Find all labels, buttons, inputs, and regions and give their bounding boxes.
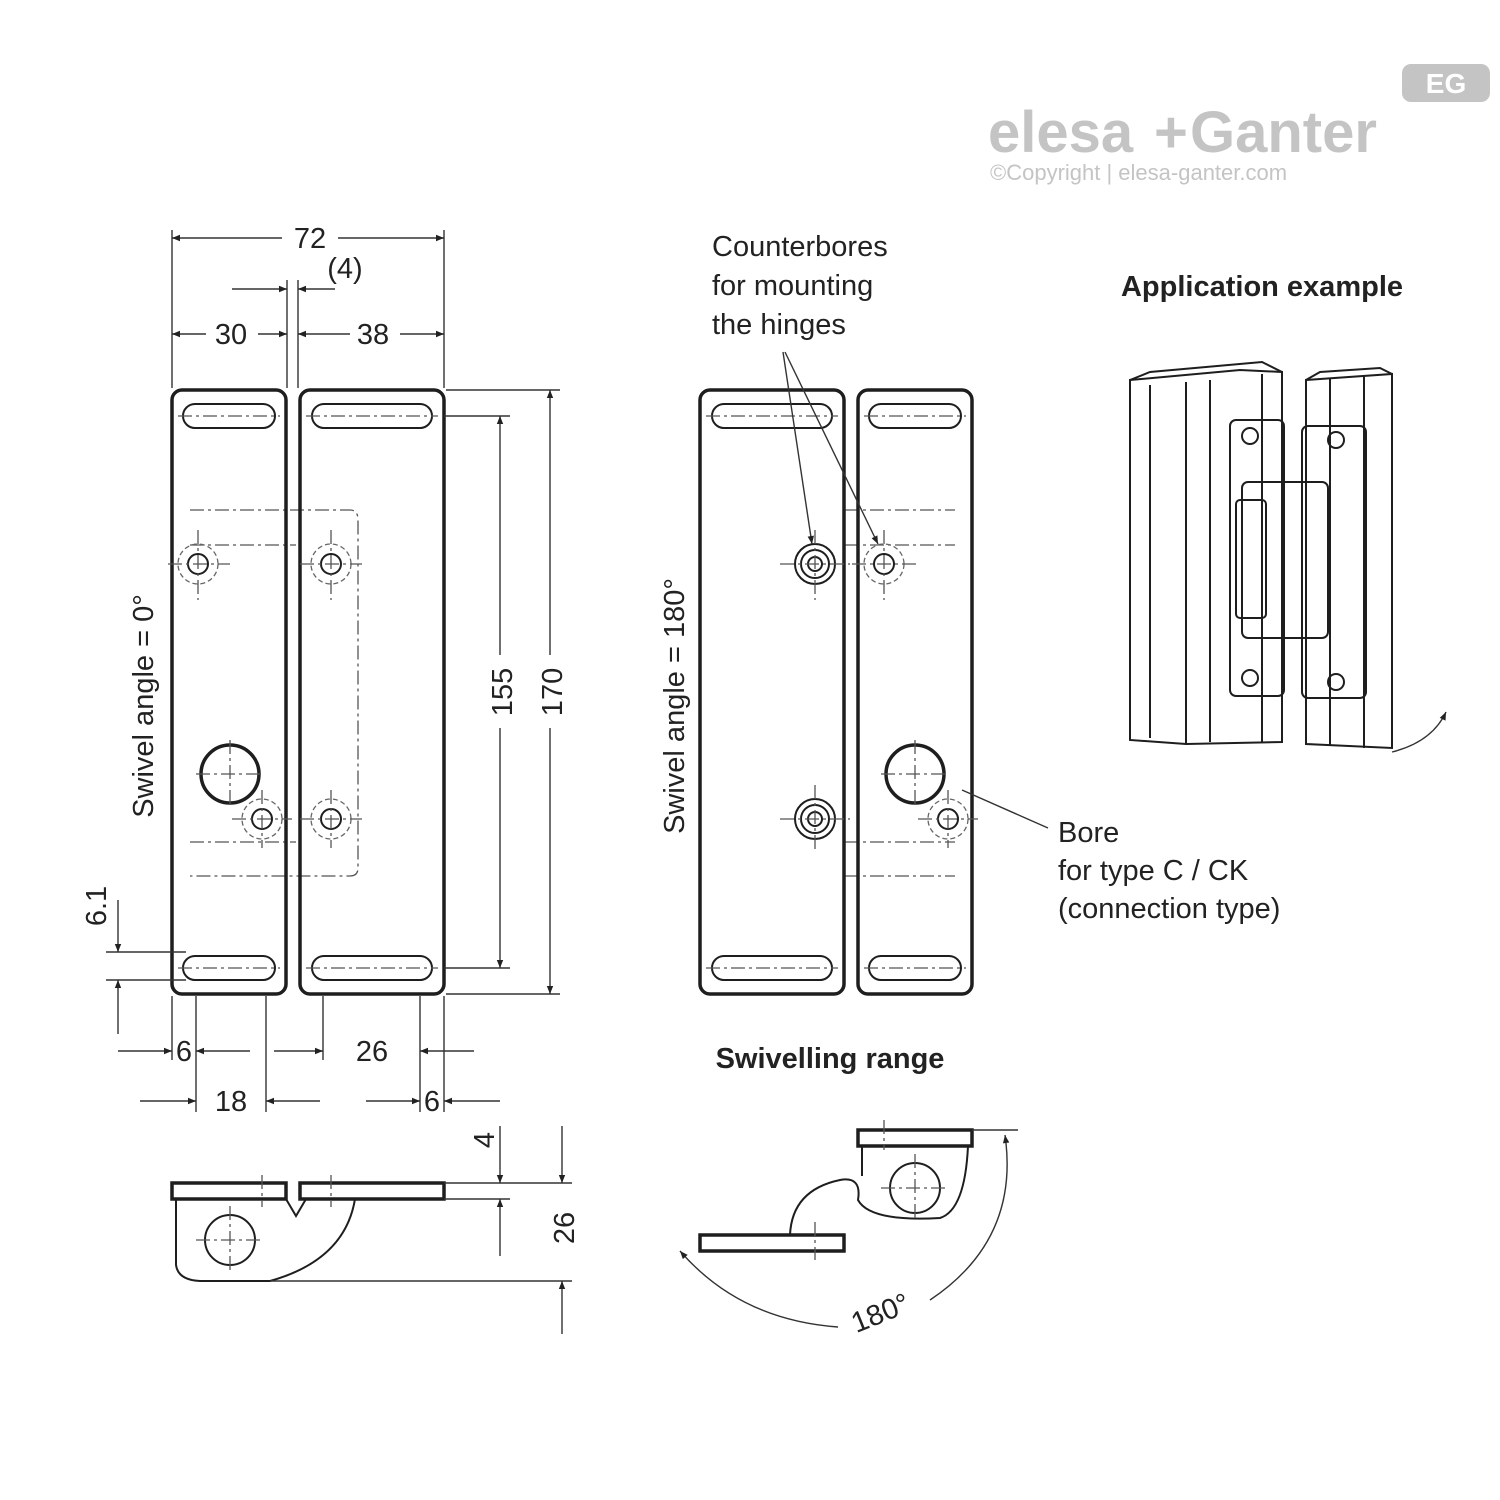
left-plate: [698, 388, 846, 996]
dimensions-left-view: 72 (4) 30 38 155 170 6.1 Swivel angle = …: [81, 223, 569, 1118]
dim-6-1: 6.1: [81, 886, 113, 926]
profile-top-edge: [1305, 366, 1393, 381]
profile-top-edge: [1129, 360, 1283, 381]
brand-badge: [1402, 64, 1490, 102]
dim-38: 38: [357, 319, 389, 351]
logo-plus: +: [1154, 100, 1188, 165]
dim-155: 155: [487, 668, 519, 716]
hinge-view-180deg: Swivel angle = 180°: [659, 388, 978, 996]
counterbores-line-1: Counterbores: [712, 231, 888, 263]
dim-170: 170: [537, 668, 569, 716]
dim-6-left: 6: [176, 1036, 192, 1068]
extension-lines: [444, 389, 560, 995]
bore-centerlines: [196, 740, 264, 808]
application-example: Application example: [1121, 271, 1447, 753]
counterbores-callout: Counterbores for mounting the hinges: [712, 231, 888, 545]
screw-centerlines: [168, 530, 362, 848]
centerlines: [780, 530, 978, 853]
app-hinge-plate-left: [1229, 419, 1285, 697]
slot-centerlines: [178, 415, 438, 969]
dim-18: 18: [215, 1086, 247, 1118]
leader-line: [784, 351, 879, 545]
angle-arc: [929, 1134, 1010, 1301]
dim-26: 26: [356, 1036, 388, 1068]
pin-centerlines: [196, 1175, 332, 1274]
side-plate-right: [298, 1181, 446, 1201]
brand-logo: EG elesa + Ganter ©Copyright | elesa-gan…: [988, 64, 1490, 185]
aluminium-profile-left: [1129, 368, 1283, 746]
app-hinge-body: [1241, 481, 1329, 639]
aluminium-profile-right: [1305, 372, 1393, 750]
app-hinge-knuckle: [1235, 499, 1267, 619]
bore-callout: Bore for type C / CK (connection type): [961, 789, 1280, 925]
open-plate-lower: [698, 1233, 846, 1253]
bore-line-3: (connection type): [1058, 893, 1280, 925]
application-example-title: Application example: [1121, 271, 1403, 303]
dim-6-right: 6: [424, 1086, 440, 1118]
extension-lines: [171, 230, 445, 388]
hinge-view-0deg: [168, 388, 446, 996]
dim-26-thickness: 26: [549, 1212, 581, 1244]
app-hinge-plate-right: [1301, 425, 1367, 699]
app-screw: [1327, 673, 1345, 691]
brand-badge-text: EG: [1426, 68, 1466, 99]
right-plate: [298, 388, 446, 996]
hidden-hinge-outline: [190, 509, 359, 877]
copyright-text: ©Copyright | elesa-ganter.com: [990, 160, 1287, 185]
rotation-arrow: [1391, 711, 1447, 753]
leader-line: [782, 351, 814, 545]
hidden-hinge-edges: [190, 544, 296, 843]
bore-line-1: Bore: [1058, 817, 1119, 849]
right-plate: [856, 388, 974, 996]
counterbores-line-2: for mounting: [712, 270, 873, 302]
left-plate: [170, 388, 288, 996]
extension-lines: [106, 951, 186, 981]
swivelling-range-title: Swivelling range: [716, 1043, 945, 1075]
label-swivel-0: Swivel angle = 0°: [128, 594, 160, 818]
angle-arc: [679, 1250, 839, 1328]
extension-lines: [171, 996, 445, 1112]
logo-elesa: elesa: [988, 100, 1134, 165]
profile-grooves: [1149, 374, 1263, 744]
dim-4: 4: [469, 1132, 501, 1148]
hinge-notch: [285, 1198, 307, 1218]
hidden-hinge-edges: [845, 509, 955, 877]
side-plate-left: [170, 1181, 288, 1201]
bore-centerlines: [881, 740, 949, 808]
app-screw: [1241, 669, 1259, 687]
hinge-knuckle-outline: [789, 1145, 969, 1236]
logo-ganter: Ganter: [1190, 100, 1377, 165]
counterbores-line-3: the hinges: [712, 309, 846, 341]
pin-centerlines: [814, 1120, 949, 1260]
dim-30: 30: [215, 319, 247, 351]
swivelling-range-view: Swivelling range 180°: [679, 1043, 1018, 1340]
dim-gap-4: (4): [327, 253, 362, 285]
slot-centerlines: [706, 415, 966, 969]
open-plate-upper: [856, 1128, 974, 1148]
side-view-0deg: 4 26: [170, 1126, 581, 1334]
dim-72: 72: [294, 223, 326, 255]
angle-180: 180°: [847, 1288, 915, 1340]
label-swivel-180: Swivel angle = 180°: [659, 578, 691, 834]
profile-grooves: [1329, 376, 1365, 748]
app-screw: [1241, 427, 1259, 445]
app-screw: [1327, 431, 1345, 449]
leader-line: [961, 789, 1049, 829]
bore-line-2: for type C / CK: [1058, 855, 1249, 887]
